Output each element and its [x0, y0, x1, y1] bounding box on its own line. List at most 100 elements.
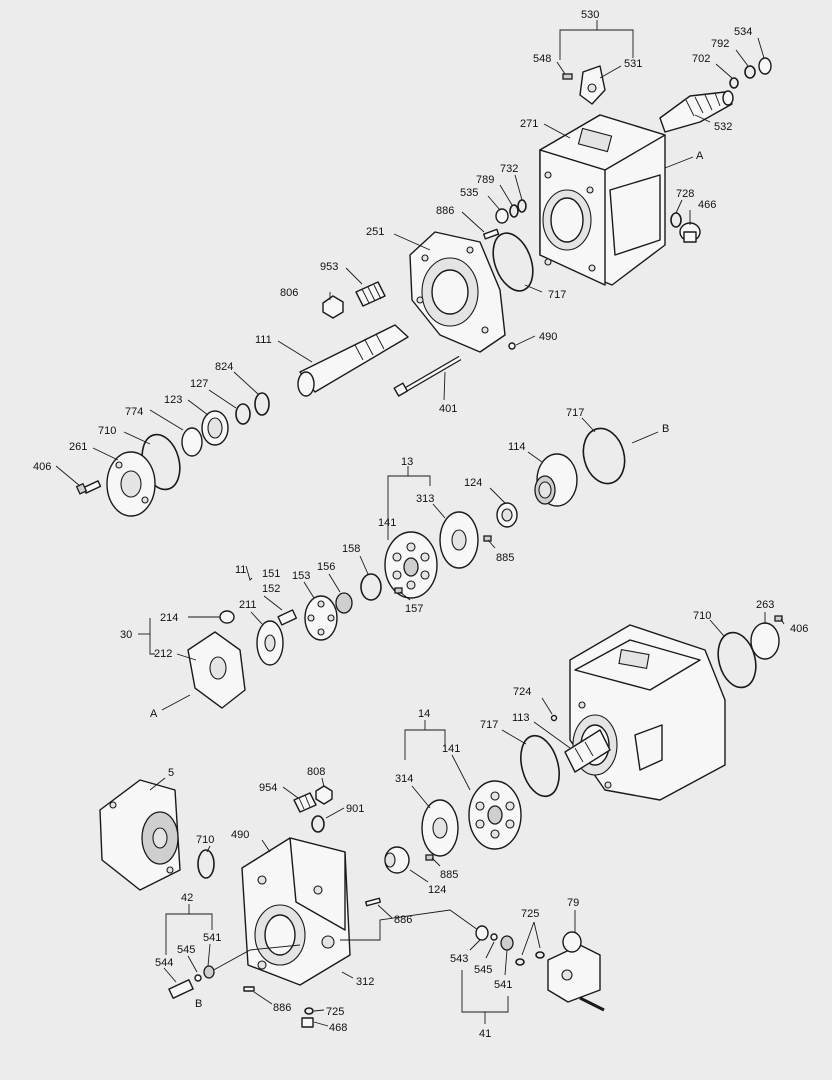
label-806: 806 — [280, 287, 298, 299]
label-886-top: 886 — [436, 205, 454, 217]
label-141-mid: 141 — [378, 517, 396, 529]
ring-725-a — [515, 958, 525, 966]
valveplate-314 — [421, 799, 459, 857]
label-543: 543 — [450, 953, 468, 965]
label-5: 5 — [168, 767, 174, 779]
label-548: 548 — [533, 53, 551, 65]
label-13: 13 — [401, 456, 413, 468]
label-728: 728 — [676, 188, 694, 200]
label-724: 724 — [513, 686, 531, 698]
plug-543 — [475, 925, 489, 941]
plug-954 — [293, 792, 317, 813]
ring-158 — [360, 573, 382, 601]
label-531: 531 — [624, 58, 642, 70]
label-468: 468 — [329, 1022, 347, 1034]
label-157: 157 — [405, 603, 423, 615]
label-406-mid: 406 — [790, 623, 808, 635]
label-490-low: 490 — [231, 829, 249, 841]
nut-808 — [315, 785, 333, 805]
snapring-824 — [254, 392, 270, 416]
label-151: 151 — [262, 568, 280, 580]
label-530: 530 — [581, 9, 599, 21]
plug-953 — [355, 281, 386, 307]
cylinder-141-mid — [384, 531, 438, 599]
label-717-low: 717 — [480, 719, 498, 731]
label-824: 824 — [215, 361, 233, 373]
label-702: 702 — [692, 53, 710, 65]
ring-725-bottom — [304, 1007, 314, 1015]
label-B-low: B — [195, 998, 202, 1010]
callout-labels: 530 548 531 534 792 702 532 271 A 732 78… — [33, 9, 808, 1040]
pin-724 — [550, 714, 558, 722]
valve-544 — [168, 979, 194, 999]
pin-885-mid — [483, 535, 492, 542]
label-113: 113 — [512, 712, 530, 724]
label-314: 314 — [395, 773, 413, 785]
bolt-406-mid — [774, 615, 783, 622]
pin-886-bottom — [243, 986, 255, 992]
bolt-406-top — [75, 480, 102, 495]
label-886-bottom: 886 — [273, 1002, 291, 1014]
label-263: 263 — [756, 599, 774, 611]
label-152: 152 — [262, 583, 280, 595]
pin-490 — [508, 342, 516, 350]
cap-534 — [758, 57, 772, 75]
shaft-111 — [297, 324, 409, 397]
oring-717-mid — [582, 427, 626, 485]
label-953: 953 — [320, 261, 338, 273]
label-541-right: 541 — [494, 979, 512, 991]
label-532: 532 — [714, 121, 732, 133]
label-710-mid: 710 — [693, 610, 711, 622]
bushing-124-mid — [496, 502, 518, 528]
label-141-low: 141 — [442, 743, 460, 755]
ball-545-right — [490, 933, 498, 941]
label-886-mid: 886 — [394, 914, 412, 926]
label-156: 156 — [317, 561, 335, 573]
label-30: 30 — [120, 629, 132, 641]
ring-728 — [670, 212, 682, 228]
label-545-right: 545 — [474, 964, 492, 976]
ring-702 — [729, 77, 739, 89]
label-211: 211 — [239, 599, 257, 611]
label-123: 123 — [164, 394, 182, 406]
plug-535 — [495, 208, 509, 224]
oring-717-low — [520, 734, 560, 798]
label-B-mid: B — [662, 423, 669, 435]
label-954: 954 — [259, 782, 277, 794]
label-545-left: 545 — [177, 944, 195, 956]
path-line-42 — [209, 944, 301, 973]
pin-157 — [394, 587, 403, 594]
leader-lines — [55, 20, 785, 1027]
ring-792 — [744, 65, 756, 79]
plug-468 — [301, 1017, 314, 1028]
pump-5 — [99, 779, 181, 891]
label-534: 534 — [734, 26, 752, 38]
oring-710-low — [197, 849, 215, 879]
label-885-mid: 885 — [496, 552, 514, 564]
label-313: 313 — [416, 493, 434, 505]
plate-261 — [106, 451, 156, 517]
label-466: 466 — [698, 199, 716, 211]
label-41: 41 — [479, 1028, 491, 1040]
bushing-124-low — [384, 846, 410, 874]
valveblock-312 — [241, 837, 351, 986]
seat-541-right — [500, 935, 514, 951]
label-406-top: 406 — [33, 461, 51, 473]
label-11: 11 — [235, 564, 246, 576]
label-901: 901 — [346, 803, 364, 815]
label-14: 14 — [418, 708, 430, 720]
label-A-mid: A — [150, 708, 158, 720]
cover-263 — [750, 622, 780, 660]
label-808: 808 — [307, 766, 325, 778]
label-490-top: 490 — [539, 331, 557, 343]
plug-466 — [679, 222, 701, 243]
ring-725-b — [535, 951, 545, 959]
label-792: 792 — [711, 38, 729, 50]
label-535: 535 — [460, 187, 478, 199]
label-312: 312 — [356, 976, 374, 988]
label-124-mid: 124 — [464, 477, 482, 489]
valve-79 — [547, 931, 605, 1012]
label-158: 158 — [342, 543, 360, 555]
label-114: 114 — [508, 441, 526, 453]
label-732: 732 — [500, 163, 518, 175]
